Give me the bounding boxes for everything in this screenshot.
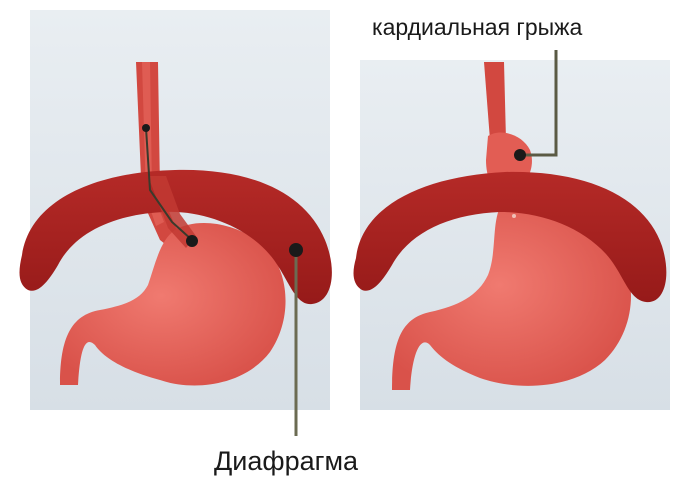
diaphragm-label: Диафрагма: [214, 446, 358, 477]
pointer-dot-stomach: [186, 235, 198, 247]
junction-marker-right: [512, 214, 516, 218]
pointer-dot-diaphragm: [289, 243, 303, 257]
pointer-dot-hernia: [514, 149, 526, 161]
hernia-label: кардиальная грыжа: [372, 14, 582, 41]
pointer-dot-esophagus: [142, 124, 150, 132]
